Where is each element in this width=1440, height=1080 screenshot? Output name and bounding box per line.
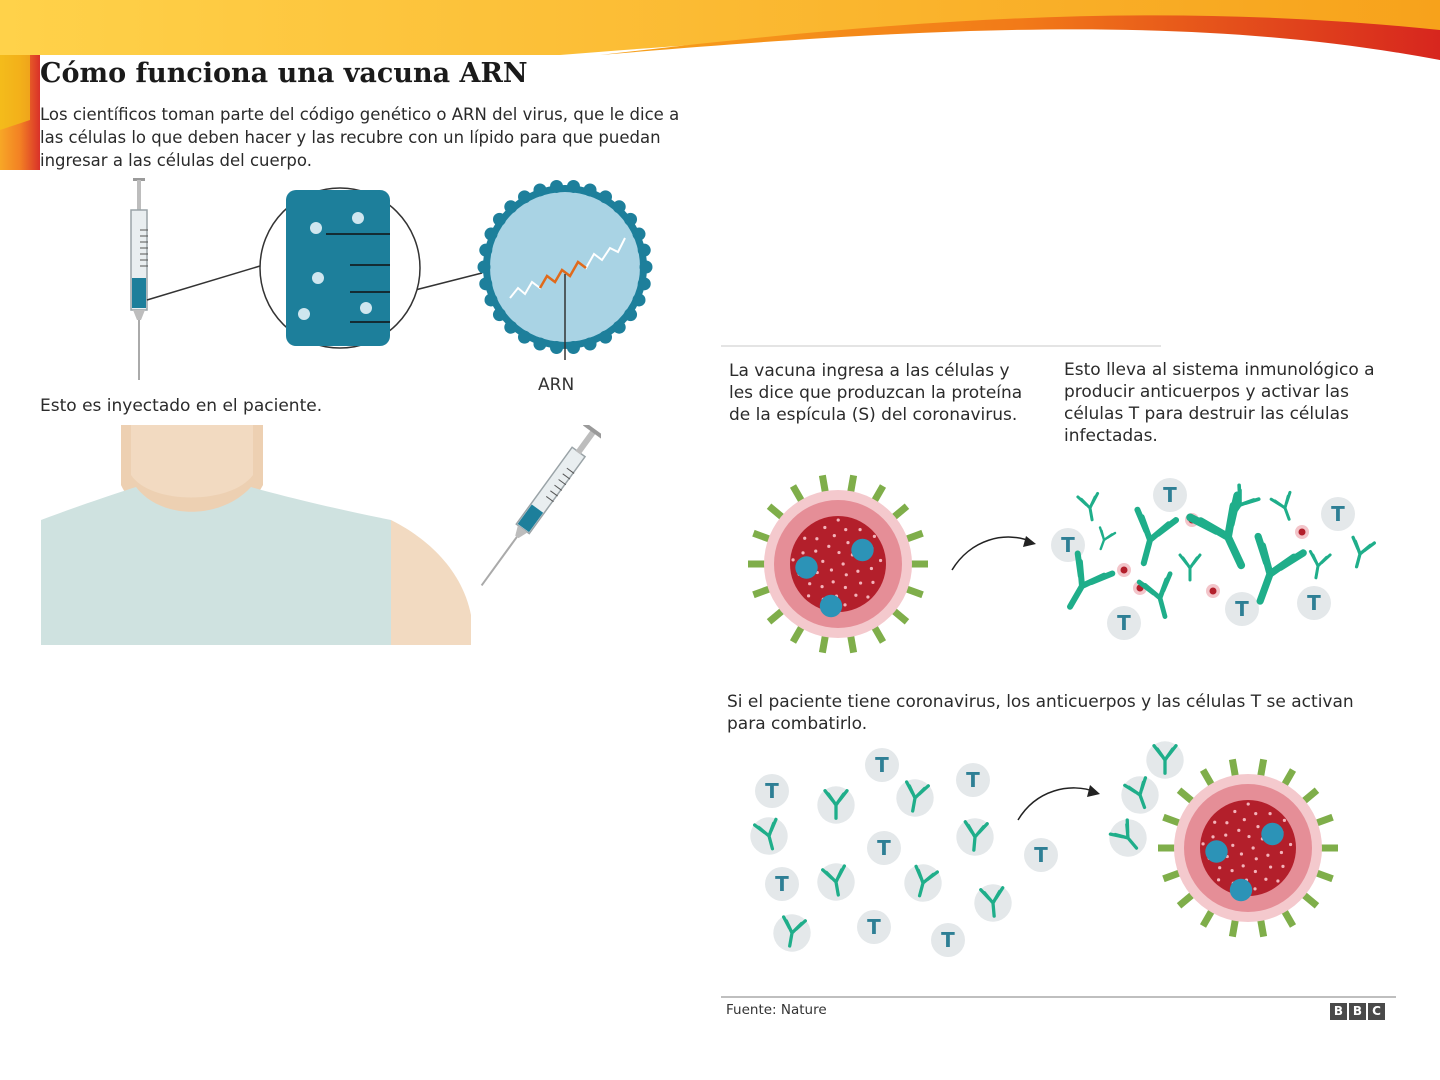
- magnified-vaccine-detail: [259, 187, 421, 349]
- antibody-icon: [1134, 506, 1180, 567]
- antibody-icon: [817, 863, 855, 901]
- antibody-icon: [1178, 553, 1202, 582]
- svg-text:T: T: [1117, 611, 1131, 635]
- svg-text:T: T: [1331, 502, 1345, 526]
- destroyed-cell-icon: [1206, 584, 1220, 598]
- panel-top-rule: [721, 345, 1161, 347]
- injection-caption: Esto es inyectado en el paciente.: [40, 396, 323, 416]
- step3-text: Si el paciente tiene coronavirus, los an…: [727, 692, 1354, 734]
- antibody-icon: [974, 884, 1012, 922]
- svg-text:T: T: [867, 915, 881, 939]
- svg-text:T: T: [765, 779, 779, 803]
- destroyed-cell-icon: [1117, 563, 1131, 577]
- decorative-ribbon: [0, 0, 1440, 170]
- t-cell-icon: T: [1153, 478, 1187, 512]
- t-cell-icon: T: [755, 774, 789, 808]
- antibody-icon: [1098, 526, 1117, 551]
- svg-text:T: T: [1163, 483, 1177, 507]
- antibody-icon: [1351, 535, 1376, 569]
- vaccine-composition-illustration: [130, 178, 653, 380]
- antibody-icon: [1121, 776, 1159, 814]
- t-cell-icon: T: [765, 867, 799, 901]
- arrow-icon: [1017, 787, 1097, 821]
- svg-text:T: T: [1061, 533, 1075, 557]
- attacked-virus-icon: [1108, 741, 1338, 938]
- t-cell-icon: T: [867, 831, 901, 865]
- patient-illustration: [41, 425, 601, 645]
- t-cell-icon: T: [1225, 592, 1259, 626]
- combat-illustration: T T T T T T T T: [750, 741, 1338, 957]
- svg-text:T: T: [1307, 591, 1321, 615]
- source-note: Fuente: Nature: [726, 1002, 827, 1018]
- antibodies-and-t-cells: T T T T T T: [1051, 478, 1376, 640]
- t-cell-icon: T: [1297, 586, 1331, 620]
- infected-cell-icon: [748, 474, 928, 654]
- antibody-icon: [1146, 741, 1184, 779]
- antibody-icon: [1108, 818, 1147, 857]
- t-cell-icon: T: [1024, 838, 1058, 872]
- antibody-icon: [1136, 571, 1173, 619]
- antibody-icon: [817, 786, 855, 824]
- antibody-icon: [896, 779, 934, 817]
- antibody-icon: [1308, 549, 1332, 580]
- destroyed-cell-icon: [1295, 525, 1309, 539]
- antibody-icon: [1269, 490, 1292, 521]
- t-cell-icon: T: [956, 763, 990, 797]
- immune-response-illustration: T T T T T T: [748, 474, 1376, 654]
- t-cell-icon: T: [1107, 606, 1141, 640]
- step2-text: Esto lleva al sistema inmunológico a pro…: [1064, 360, 1375, 446]
- t-cell-icon: T: [1321, 497, 1355, 531]
- antibody-icon: [1254, 532, 1307, 605]
- svg-text:T: T: [966, 768, 980, 792]
- brand-letter: B: [1349, 1003, 1366, 1020]
- circulating-immune-cells: T T T T T T T T: [750, 748, 1058, 957]
- brand-letter: B: [1330, 1003, 1347, 1020]
- svg-text:T: T: [1235, 597, 1249, 621]
- svg-text:T: T: [775, 872, 789, 896]
- intro-paragraph: Los científicos toman parte del código g…: [40, 105, 680, 170]
- svg-text:T: T: [875, 753, 889, 777]
- antibody-icon: [1229, 483, 1261, 519]
- svg-text:T: T: [1034, 843, 1048, 867]
- antibody-icon: [1076, 491, 1100, 522]
- syringe-icon: [130, 178, 148, 380]
- arn-label: ARN: [538, 375, 575, 395]
- t-cell-icon: T: [865, 748, 899, 782]
- step1-text: La vacuna ingresa a las células y les di…: [729, 361, 1023, 425]
- t-cell-icon: T: [931, 923, 965, 957]
- bbc-logo: B B C: [1330, 1003, 1385, 1020]
- antibody-icon: [956, 818, 994, 856]
- arrow-icon: [951, 536, 1033, 571]
- antibody-icon: [1067, 550, 1116, 610]
- svg-text:T: T: [877, 836, 891, 860]
- syringe-injecting-icon: [480, 425, 601, 587]
- antibody-icon: [904, 864, 942, 902]
- t-cell-icon: T: [857, 910, 891, 944]
- antibody-icon: [1186, 491, 1246, 570]
- antibody-icon: [750, 817, 788, 855]
- brand-letter: C: [1368, 1003, 1385, 1020]
- lipid-particle: [477, 179, 653, 360]
- infographic-title: Cómo funciona una vacuna ARN: [40, 58, 528, 89]
- antibody-icon: [773, 914, 811, 952]
- footer-rule: [721, 996, 1396, 998]
- svg-text:T: T: [941, 928, 955, 952]
